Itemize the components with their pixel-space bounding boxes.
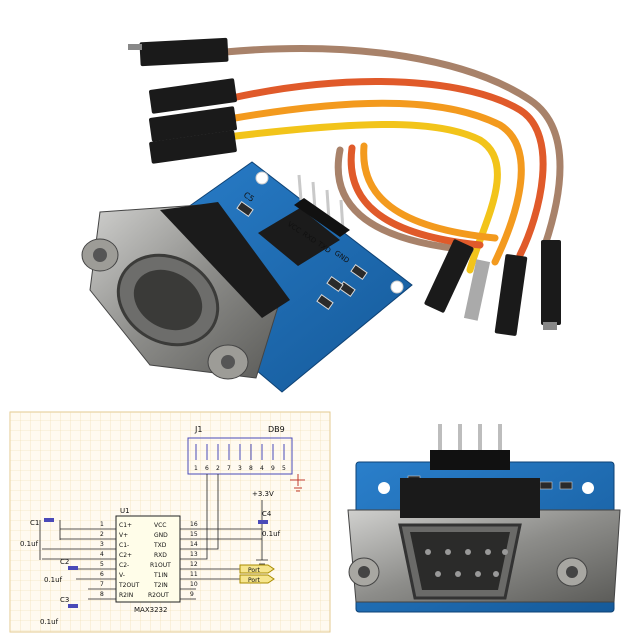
back-db9 — [347, 478, 621, 603]
smd-components — [236, 201, 368, 310]
chip-name: MAX3232 — [134, 606, 167, 614]
chip-pin-name: R2IN — [119, 592, 133, 599]
chip-left-pins: C1+ V+ C1- C2+ C2- V- T2OUT R2IN — [118, 522, 140, 599]
db9-hex-standoff — [81, 238, 249, 380]
supply-label: +3.3V — [252, 490, 274, 498]
chip-pin-name: C2- — [119, 562, 129, 569]
mount-hole — [390, 280, 404, 294]
pin-number: 4 — [100, 551, 104, 558]
cap-ref: C2 — [60, 558, 69, 566]
pin-number: 5 — [100, 561, 104, 568]
pin-number: 15 — [190, 531, 198, 538]
db9-black-block — [160, 202, 290, 318]
main-module-photo: C5 VCC RXD TXD GND — [81, 37, 564, 393]
pin-number: 8 — [100, 591, 104, 598]
chip-pin-name: C1- — [119, 542, 129, 549]
dupont-connectors — [128, 37, 561, 336]
pin-number: 13 — [190, 551, 198, 558]
chip-pin-name: V- — [119, 572, 125, 579]
db9-pin: 7 — [227, 465, 231, 472]
chip-pin-name: C2+ — [119, 552, 132, 559]
pin-number: 9 — [190, 591, 194, 598]
db9-label: DB9 — [268, 425, 285, 434]
pin-number: 16 — [190, 521, 198, 528]
chip-pin-name: TXD — [153, 542, 167, 549]
chip-right-pins: VCC GND TXD RXD R1OUT T1IN T2IN R2OUT — [148, 522, 171, 599]
jumper-wires — [221, 45, 564, 274]
db9-pin-numbers: 1 6 2 7 3 8 4 9 5 — [194, 465, 286, 472]
pin-number: 10 — [190, 581, 198, 588]
pin-number: 11 — [190, 571, 198, 578]
chip-pin-name: R2OUT — [148, 592, 169, 599]
chip-ref: U1 — [120, 507, 130, 515]
pin-number: 12 — [190, 561, 198, 568]
pin-number: 3 — [100, 541, 104, 548]
mount-hole — [255, 171, 269, 185]
cap-ref: C3 — [60, 596, 69, 604]
chip-right-numbers: 16 15 14 13 12 11 10 9 — [190, 521, 198, 598]
cap-value: 0.1uf — [262, 530, 281, 538]
schematic-diagram: J1 DB9 1 6 2 7 3 8 4 9 5 U1 MAX3232 C1+ — [9, 411, 331, 633]
j1-label: J1 — [194, 425, 202, 434]
cap-ref: C1 — [30, 519, 39, 527]
max3232-symbol — [115, 515, 181, 603]
db9-pin: 3 — [238, 465, 242, 472]
chip-pin-name: T1IN — [153, 572, 168, 579]
chip-pin-name: T2OUT — [118, 582, 140, 589]
max3232-chip — [258, 208, 340, 266]
db9-pin: 9 — [271, 465, 275, 472]
cap-value: 0.1uf — [44, 576, 63, 584]
pin-number: 1 — [100, 521, 104, 528]
pin-number: 7 — [100, 581, 104, 588]
pin-number: 2 — [100, 531, 104, 538]
module-back-photo — [347, 424, 621, 613]
chip-pin-name: VCC — [154, 522, 166, 529]
chip-pin-name: R1OUT — [150, 562, 171, 569]
cap-value: 0.1uf — [40, 618, 59, 626]
chip-left-numbers: 1 2 3 4 5 6 7 8 — [100, 521, 104, 598]
pin-number: 6 — [100, 571, 104, 578]
header-base — [294, 198, 350, 237]
cap-ref: C4 — [262, 510, 272, 518]
port-label: Port — [248, 567, 261, 574]
db9-socket-inner — [133, 269, 203, 331]
db9-pin: 8 — [249, 465, 253, 472]
port-flags: Port Port — [239, 564, 275, 584]
db9-pin: 1 — [194, 465, 198, 472]
capacitors: C1 0.1uf C2 0.1uf C3 0.1uf C4 0.1uf — [20, 510, 281, 626]
db9-symbol — [187, 437, 293, 475]
cap-value: 0.1uf — [20, 540, 39, 548]
chip-pin-name: RXD — [154, 552, 167, 559]
chip-pin-name: V+ — [119, 532, 128, 539]
pin-number: 14 — [190, 541, 198, 548]
db9-pin-stubs — [195, 444, 285, 460]
db9-pin: 5 — [282, 465, 286, 472]
db9-pin: 6 — [205, 465, 209, 472]
chip-pin-name: C1+ — [119, 522, 132, 529]
port-label: Port — [248, 577, 261, 584]
db9-pin: 4 — [260, 465, 264, 472]
chip-pin-name: T2IN — [153, 582, 168, 589]
chip-pin-name: GND — [154, 532, 168, 539]
db9-pin: 2 — [216, 465, 220, 472]
schematic-wires — [39, 474, 268, 600]
